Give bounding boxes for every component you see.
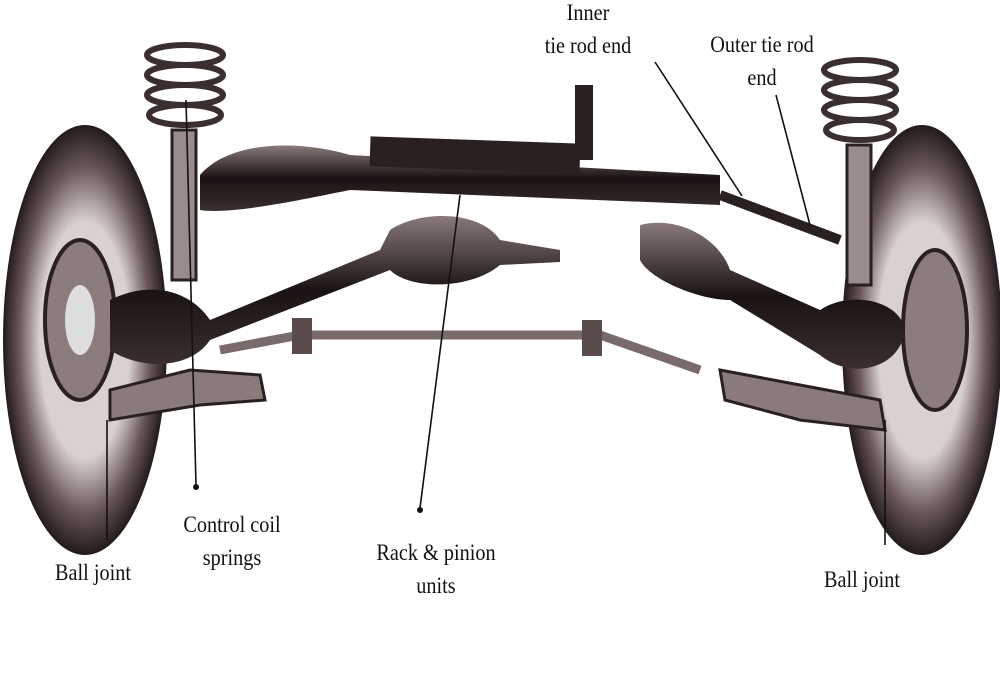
steering-rack bbox=[200, 85, 842, 245]
right-coil-spring bbox=[821, 57, 899, 287]
left-coil-spring bbox=[144, 42, 226, 282]
label-line: end bbox=[747, 65, 777, 90]
label-line: Control coil bbox=[183, 512, 281, 537]
label-line: units bbox=[416, 573, 456, 598]
label-ball-joint-right: Ball joint bbox=[824, 567, 900, 592]
label-line: tie rod end bbox=[544, 33, 632, 58]
label-line: Rack & pinion bbox=[376, 540, 496, 565]
label-control-coil-springs: Control coil springs bbox=[183, 508, 280, 574]
stabilizer-bar bbox=[219, 318, 702, 375]
left-wheel bbox=[3, 125, 167, 555]
label-inner-tie-rod-end: Inner tie rod end bbox=[545, 0, 632, 62]
leader-lines bbox=[106, 61, 886, 545]
label-outer-tie-rod-end: Outer tie rod end bbox=[710, 28, 813, 94]
control-arms bbox=[108, 368, 887, 432]
right-wheel bbox=[842, 125, 1000, 555]
leader-dots bbox=[193, 484, 423, 513]
label-line: springs bbox=[202, 545, 262, 570]
label-line: Inner bbox=[566, 0, 610, 25]
label-rack-pinion-units: Rack & pinion units bbox=[376, 536, 495, 602]
label-line: Outer tie rod bbox=[710, 32, 814, 57]
label-ball-joint-left: Ball joint bbox=[55, 560, 131, 585]
drive-axles bbox=[110, 216, 905, 369]
